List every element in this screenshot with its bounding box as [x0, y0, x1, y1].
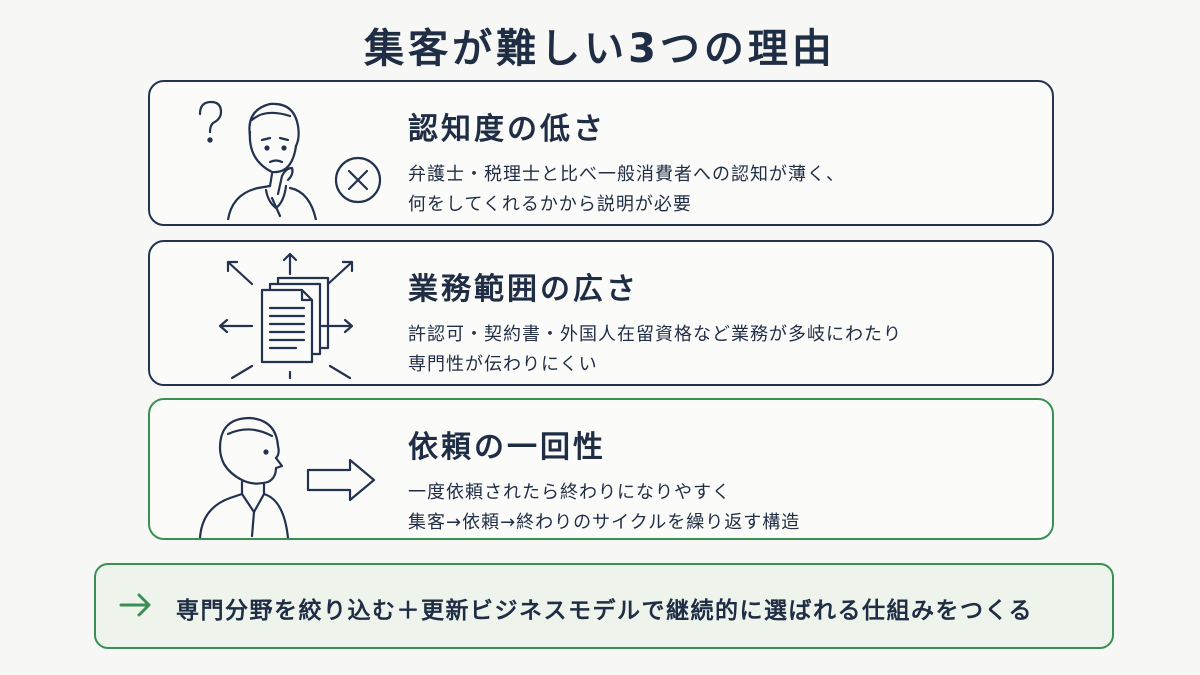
right-arrow-icon — [306, 458, 376, 502]
person-arrow-illustration — [198, 416, 376, 538]
reason-description-line: 集客→依頼→終わりのサイクルを繰り返す構造 — [408, 512, 801, 533]
reason-heading: 認知度の低さ — [408, 112, 606, 147]
reason-description-line: 専門性が伝わりにくい — [408, 354, 598, 375]
spreading-arrows-icon — [218, 252, 354, 380]
confused-person-illustration — [198, 100, 382, 220]
confused-person-icon — [226, 102, 318, 220]
reason-description-line: 弁護士・税理士と比べ一般消費者への認知が薄く、 — [408, 164, 845, 185]
reason-card-awareness: 認知度の低さ 弁護士・税理士と比べ一般消費者への認知が薄く、 何をしてくれるかか… — [148, 80, 1054, 226]
summary-box: 専門分野を絞り込む＋更新ビジネスモデルで継続的に選ばれる仕組みをつくる — [94, 563, 1114, 649]
reason-card-one-time: 依頼の一回性 一度依頼されたら終わりになりやすく 集客→依頼→終わりのサイクルを… — [148, 398, 1054, 540]
documents-spreading-illustration — [218, 252, 354, 380]
page-title: 集客が難しい3つの理由 — [364, 26, 836, 72]
reason-description-line: 何をしてくれるかから説明が必要 — [408, 194, 692, 215]
right-arrow-icon — [119, 593, 151, 617]
documents-icon — [260, 276, 330, 364]
question-mark-icon — [198, 100, 223, 143]
person-profile-icon — [198, 416, 290, 538]
summary-text: 専門分野を絞り込む＋更新ビジネスモデルで継続的に選ばれる仕組みをつくる — [176, 598, 1034, 624]
reason-description-line: 許認可・契約書・外国人在留資格など業務が多岐にわたり — [408, 324, 902, 345]
reason-heading: 業務範囲の広さ — [408, 272, 639, 307]
reason-heading: 依頼の一回性 — [408, 430, 606, 465]
reason-description-line: 一度依頼されたら終わりになりやすく — [408, 482, 731, 503]
reason-card-scope: 業務範囲の広さ 許認可・契約書・外国人在留資格など業務が多岐にわたり 専門性が伝… — [148, 240, 1054, 386]
cross-circle-icon — [334, 156, 382, 204]
